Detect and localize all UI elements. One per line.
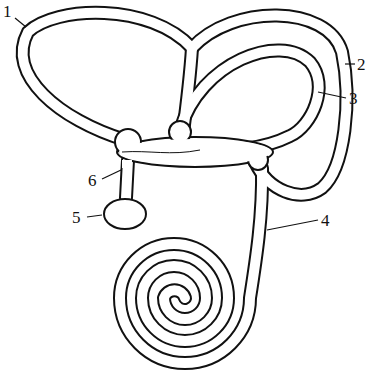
leader-line <box>87 215 102 217</box>
callout-number: 2 <box>357 56 366 73</box>
leader-line <box>102 170 121 179</box>
leader-line <box>318 92 346 98</box>
callout-number: 1 <box>3 3 12 20</box>
leader-line <box>15 18 26 27</box>
cochlear-duct <box>120 168 262 363</box>
callout-number: 3 <box>349 90 358 107</box>
leader-line <box>345 63 355 64</box>
callout-number: 4 <box>321 212 330 229</box>
saccule <box>104 199 146 229</box>
utricle-contour <box>122 150 200 153</box>
lateral-canal <box>180 50 319 150</box>
callout-number: 6 <box>88 172 97 189</box>
posterior-canal <box>192 15 346 194</box>
callout-number: 5 <box>72 209 81 226</box>
leader-line <box>267 220 318 230</box>
anterior-canal <box>23 13 192 140</box>
